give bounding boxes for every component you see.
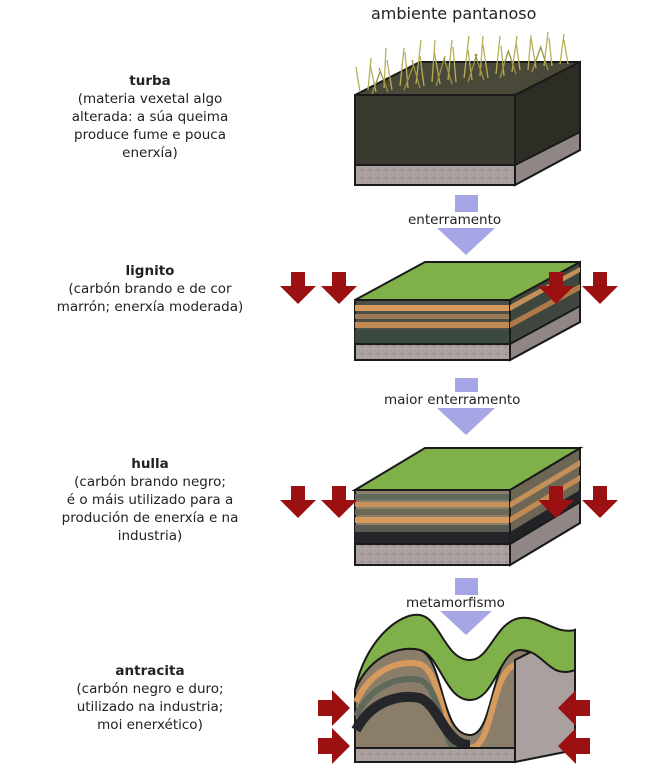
stage-description: (materia vexetal algo alterada: a súa qu… xyxy=(71,91,229,161)
stage-title: hulla xyxy=(131,456,169,472)
stage-title: lignito xyxy=(125,263,175,279)
pressure-arrows-anthracite xyxy=(318,690,590,764)
anthracite-block xyxy=(351,613,576,764)
pressure-arrows-coal xyxy=(280,486,618,518)
pressure-arrows-lignite xyxy=(280,272,618,304)
stage-title: turba xyxy=(129,73,171,89)
process-label-metamorphism: metamorfismo xyxy=(404,595,507,611)
lignite-block xyxy=(354,260,581,362)
stage-description: (carbón negro e duro; utilizado na indus… xyxy=(76,681,224,733)
stage-anthracite: antracita (carbón negro e duro; utilizad… xyxy=(20,662,280,734)
process-label-deeper-burial: maior enterramento xyxy=(382,392,523,408)
peat-block xyxy=(354,60,581,187)
stage-title: antracita xyxy=(115,663,185,679)
stage-coal: hulla (carbón brando negro; é o máis uti… xyxy=(20,455,280,545)
environment-label: ambiente pantanoso xyxy=(371,4,537,23)
stage-description: (carbón brando negro; é o máis utilizado… xyxy=(61,474,239,544)
process-label-burial: enterramento xyxy=(406,212,504,228)
stage-lignite: lignito (carbón brando e de cor marrón; … xyxy=(20,262,280,316)
stage-description: (carbón brando e de cor marrón; enerxía … xyxy=(56,281,244,315)
grass-tufts xyxy=(355,31,569,95)
stage-peat: turba (materia vexetal algo alterada: a … xyxy=(20,72,280,162)
